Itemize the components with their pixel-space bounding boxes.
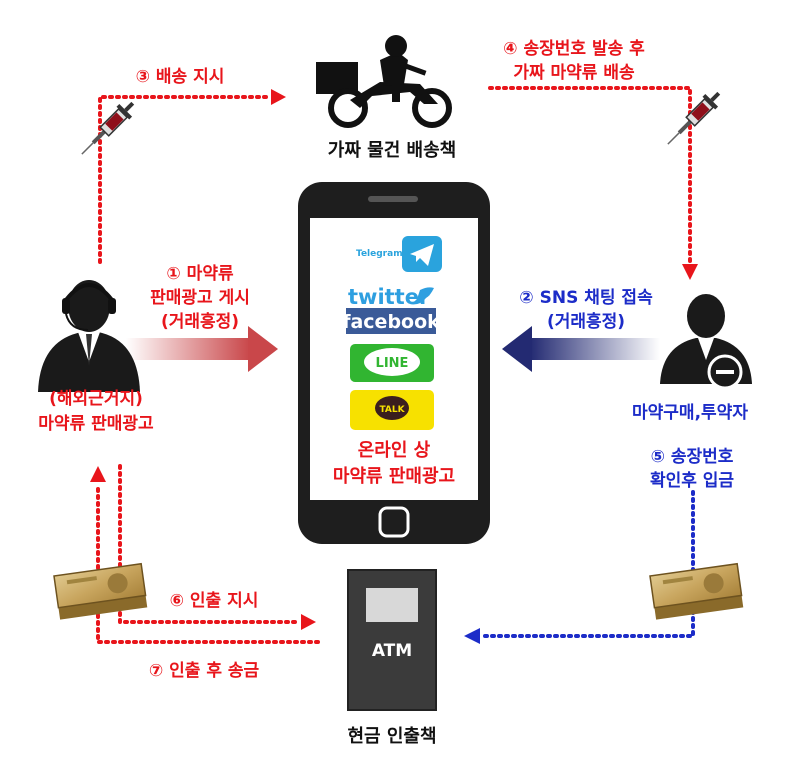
arrowhead-step7 — [90, 466, 106, 482]
seller-headset-icon — [38, 280, 140, 392]
seller-to-phone-arrow — [126, 326, 278, 372]
telegram-label: Telegram — [356, 249, 403, 259]
flow-line-step6 — [118, 464, 302, 624]
telegram-logo: Telegram — [356, 236, 442, 272]
twitter-logo: twitter — [348, 285, 434, 309]
step3-label: ③ 배송 지시 — [136, 67, 225, 87]
step2-label-line1: ② SNS 채팅 접속 — [519, 288, 653, 308]
step5-label-line2: 확인후 입금 — [650, 470, 734, 491]
courier-label: 가짜 물건 배송책 — [328, 140, 456, 161]
arrowhead-step4 — [682, 264, 698, 280]
line-label: LINE — [376, 356, 409, 371]
step5-label-line1: ⑤ 송장번호 — [651, 447, 734, 467]
courier-motorbike-icon — [316, 35, 452, 128]
facebook-label: facebook — [342, 311, 440, 333]
arrowhead-step5 — [464, 628, 480, 644]
cash-bundle-icon — [649, 562, 744, 620]
atm-box-label: ATM — [372, 641, 412, 661]
step4-label-line1: ④ 송장번호 발송 후 — [503, 38, 645, 59]
step2-label-line2: (거래흥정) — [547, 311, 625, 332]
step1-label-line1: ① 마약류 — [166, 263, 234, 284]
phone-label-line1: 온라인 상 — [358, 440, 431, 461]
flow-line-step7 — [96, 482, 320, 644]
buyer-to-phone-arrow — [502, 326, 660, 372]
phone-label-line2: 마약류 판매광고 — [333, 465, 455, 487]
arrowhead-step6 — [301, 614, 316, 630]
kakaotalk-label: TALK — [379, 405, 405, 415]
step7-label: ⑦ 인출 후 송금 — [149, 660, 260, 681]
step1-label-line3: (거래흥정) — [161, 311, 239, 332]
arrowhead-step3 — [271, 89, 286, 105]
flow-line-step5 — [480, 490, 695, 638]
step4-label-line2: 가짜 마약류 배송 — [513, 62, 635, 83]
seller-label-line2: 마약류 판매광고 — [38, 413, 154, 434]
step1-label-line2: 판매광고 게시 — [150, 288, 250, 308]
line-logo: LINE — [350, 344, 434, 382]
facebook-logo: facebook — [342, 308, 440, 334]
flow-line-step4 — [488, 86, 692, 264]
atm-caption: 현금 인출책 — [347, 726, 436, 747]
syringe-icon — [81, 101, 135, 155]
atm-icon — [347, 569, 437, 711]
buyer-person-icon — [660, 294, 752, 390]
seller-label-line1: (해외근거지) — [49, 389, 143, 409]
kakaotalk-logo: TALK — [350, 390, 434, 430]
flow-line-step3 — [98, 95, 272, 264]
buyer-label: 마약구매,투약자 — [632, 402, 748, 423]
syringe-icon — [667, 91, 721, 145]
cash-bundle-icon — [53, 562, 148, 620]
step6-label: ⑥ 인출 지시 — [170, 591, 259, 611]
twitter-label: twitter — [348, 285, 430, 309]
flow-lines — [90, 86, 698, 644]
